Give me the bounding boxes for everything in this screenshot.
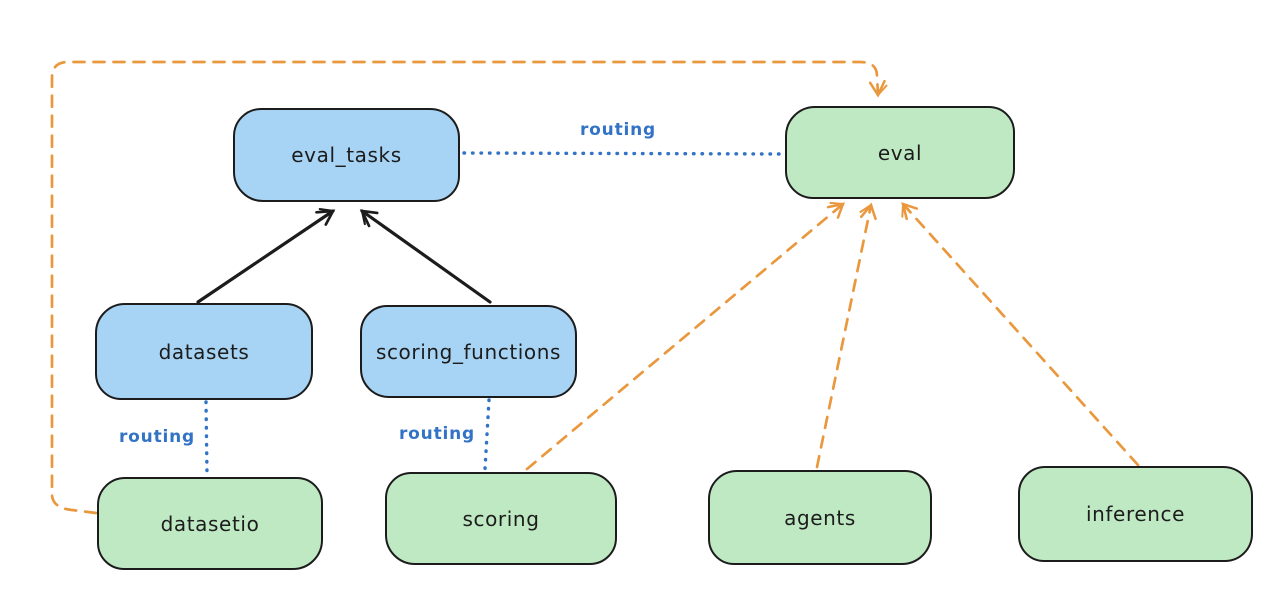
routing-label-datasets-datasetio: routing (119, 427, 195, 447)
node-scoring-label: scoring (462, 506, 540, 531)
edge-inference-to-eval-arrow (901, 202, 1140, 467)
node-eval-label: eval (877, 140, 923, 165)
node-eval_tasks-label: eval_tasks (291, 143, 402, 167)
edge-scoring-to-eval-arrow (525, 201, 845, 471)
node-agents-label: agents (784, 505, 856, 530)
edge-datasets-to-datasetio-routing (204, 400, 209, 476)
node-inference-label: inference (1085, 502, 1186, 526)
node-eval: eval (785, 106, 1015, 199)
node-scoring_functions: scoring_functions (360, 305, 577, 398)
node-eval_tasks: eval_tasks (233, 108, 460, 202)
routing-label-eval_tasks-eval: routing (580, 120, 656, 140)
edge-scoring_functions-to-scoring-routing (483, 398, 491, 471)
node-scoring: scoring (385, 472, 617, 565)
routing-label-scoring_functions-scoring: routing (399, 424, 475, 444)
edge-agents-to-eval-arrow (815, 202, 877, 469)
node-datasets-label: datasets (158, 339, 250, 364)
edge-datasets-to-eval_tasks-arrow (196, 207, 336, 304)
node-datasetio-label: datasetio (160, 511, 260, 536)
node-agents: agents (708, 470, 932, 565)
node-scoring_functions-label: scoring_functions (375, 339, 562, 364)
edge-datasetio-to-eval-elbow-arrow (50, 60, 888, 515)
node-datasetio: datasetio (97, 477, 323, 570)
edge-scoring_functions-to-eval_tasks-arrow (359, 209, 492, 304)
node-datasets: datasets (95, 303, 313, 400)
node-inference: inference (1018, 466, 1253, 562)
edge-eval_tasks-to-eval-routing (462, 151, 784, 156)
